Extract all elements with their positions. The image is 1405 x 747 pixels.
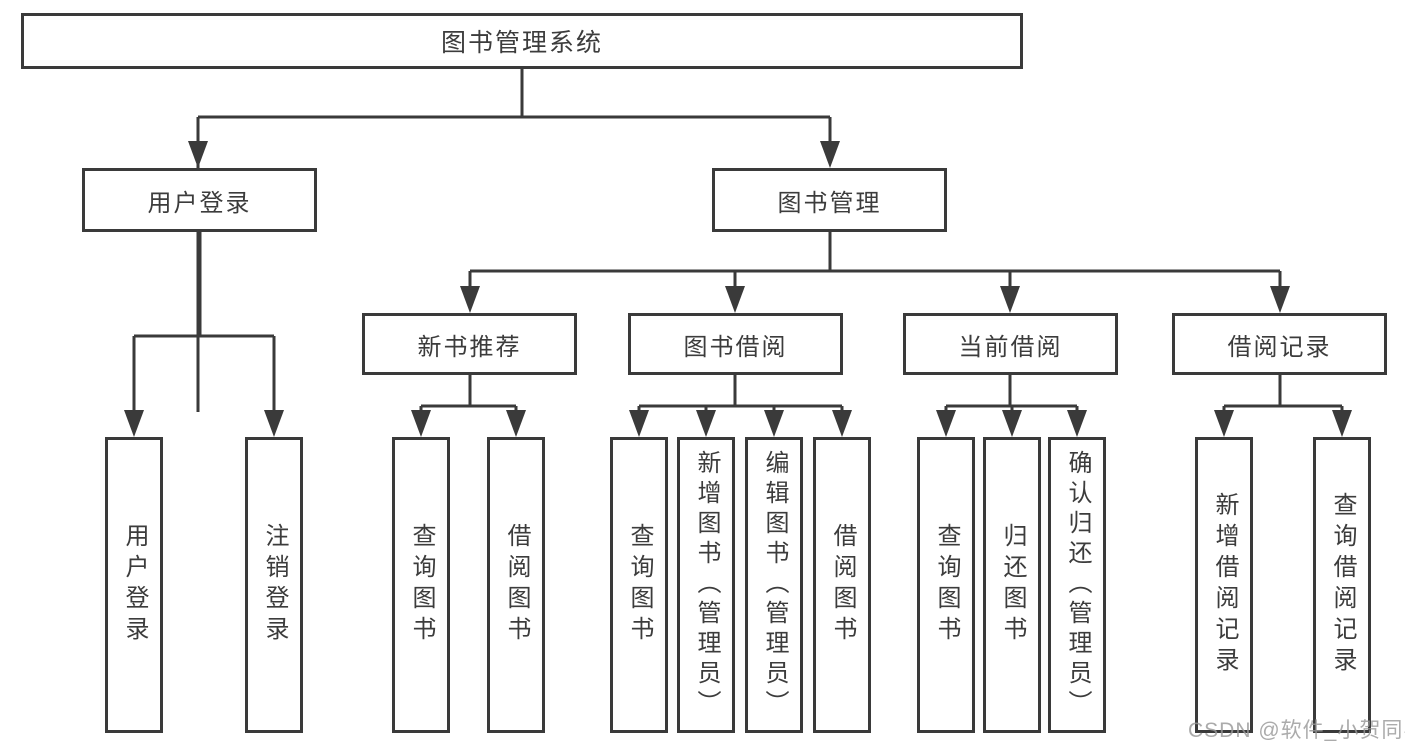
leaf-edit-books-admin-label: 编辑图书（管理员） (761, 450, 788, 720)
connector-new-book-children (419, 375, 518, 412)
leaf-confirm-return-admin: 确认归还（管理员） (1048, 437, 1106, 733)
leaf-return-books: 归还图书 (983, 437, 1041, 733)
leaf-add-books-admin-label: 新增图书（管理员） (693, 450, 720, 720)
leaf-borrow-books-recommend-label: 借阅图书 (503, 523, 530, 647)
connector-current-borrow-children (944, 375, 1079, 412)
node-current-borrow: 当前借阅 (903, 313, 1118, 375)
leaf-query-borrow-record-label: 查询借阅记录 (1329, 492, 1356, 678)
leaf-query-borrow-record: 查询借阅记录 (1313, 437, 1371, 733)
node-user-login: 用户登录 (82, 168, 317, 232)
leaf-query-books-current: 查询图书 (917, 437, 975, 733)
leaf-add-books-admin: 新增图书（管理员） (677, 437, 735, 733)
leaf-borrow-books-recommend: 借阅图书 (487, 437, 545, 733)
leaf-query-books-borrow: 查询图书 (610, 437, 668, 733)
leaf-borrow-books: 借阅图书 (813, 437, 871, 733)
leaf-edit-books-admin: 编辑图书（管理员） (745, 437, 803, 733)
node-book-management: 图书管理 (712, 168, 947, 232)
arrowhead-icons (124, 141, 1352, 437)
connector-borrow-records-children (1222, 375, 1344, 412)
leaf-logout: 注销登录 (245, 437, 303, 733)
csdn-watermark: CSDN @软件_小贺同学 (1188, 719, 1405, 742)
leaf-user-login: 用户登录 (105, 437, 163, 733)
connector-book-management-children (468, 232, 1282, 288)
leaf-borrow-books-label: 借阅图书 (829, 523, 856, 647)
leaf-confirm-return-admin-label: 确认归还（管理员） (1064, 450, 1091, 720)
leaf-query-books-borrow-label: 查询图书 (626, 523, 653, 647)
node-borrow-records: 借阅记录 (1172, 313, 1387, 375)
leaf-query-books-current-label: 查询图书 (933, 523, 960, 647)
leaf-logout-label: 注销登录 (261, 523, 288, 647)
leaf-query-books-recommend-label: 查询图书 (408, 523, 435, 647)
connector-book-borrow-children (637, 375, 844, 412)
leaf-user-login-label: 用户登录 (121, 523, 148, 647)
node-new-book-recommend: 新书推荐 (362, 313, 577, 375)
leaf-add-borrow-record: 新增借阅记录 (1195, 437, 1253, 733)
leaf-return-books-label: 归还图书 (999, 523, 1026, 647)
node-book-borrow: 图书借阅 (628, 313, 843, 375)
connector-root-to-level2 (196, 69, 832, 412)
leaf-query-books-recommend: 查询图书 (392, 437, 450, 733)
node-library-management-system: 图书管理系统 (21, 13, 1023, 69)
connector-user-login-children (132, 232, 276, 412)
leaf-add-borrow-record-label: 新增借阅记录 (1211, 492, 1238, 678)
